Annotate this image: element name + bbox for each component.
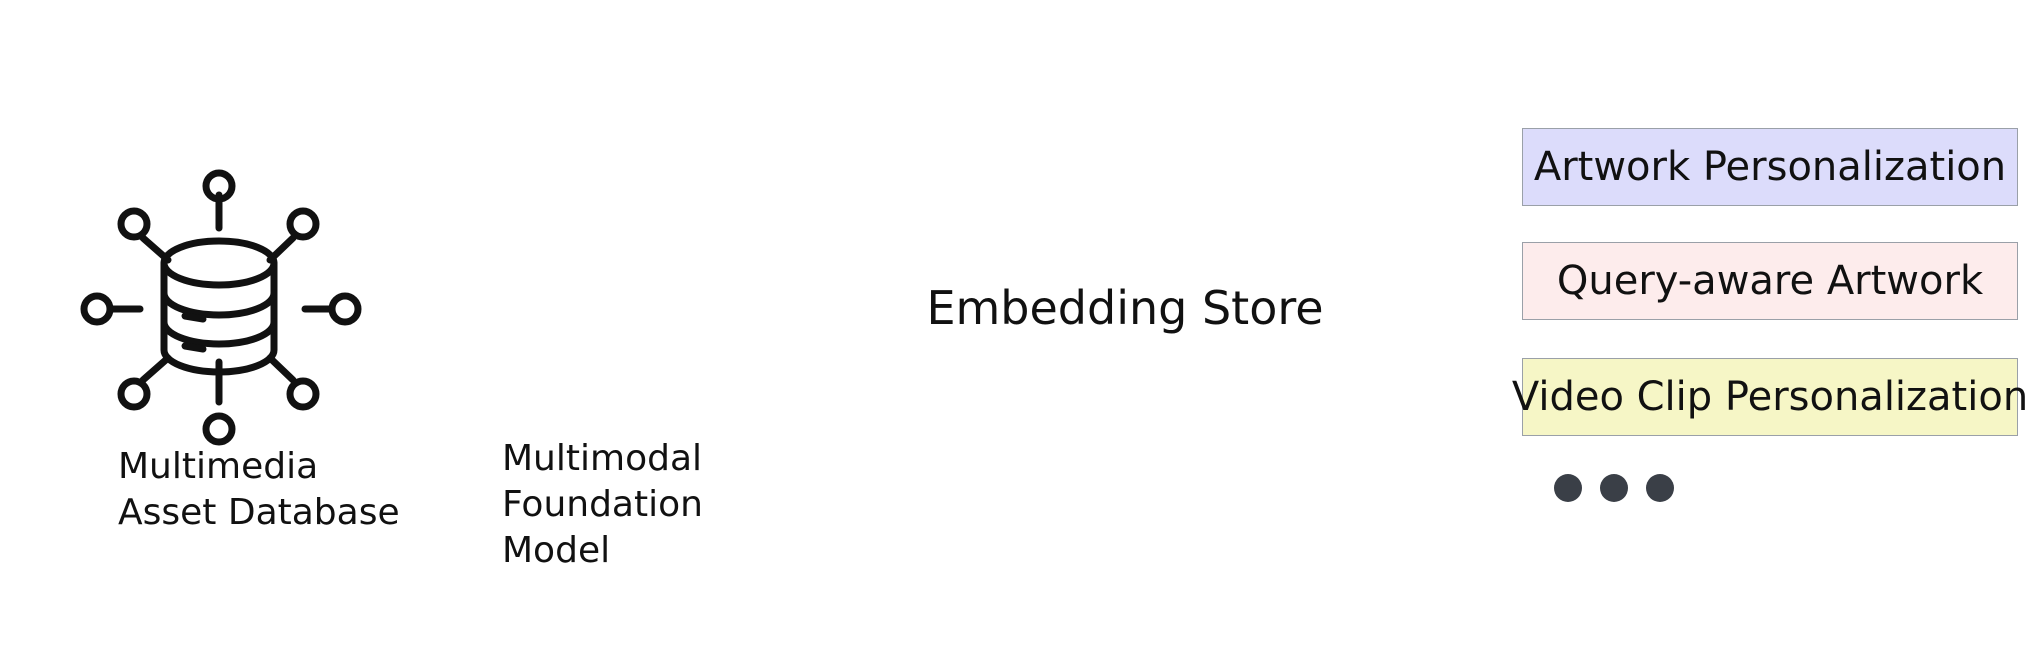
app-query-aware-artwork-label: Query-aware Artwork [1556,258,1984,304]
app-video-clip-personalization: Video Clip Personalization [1512,358,2028,436]
app-artwork-personalization-label: Artwork Personalization [1533,144,2007,190]
foundation-model-label: Multimodal Foundation Model [502,438,703,571]
app-artwork-personalization: Artwork Personalization [1522,128,2018,206]
app-query-aware-artwork: Query-aware Artwork [1522,242,2018,320]
embedding-store-label: Embedding Store [926,281,1324,335]
ellipsis-dots-icon [1554,472,1684,504]
asset-database-label: Multimedia Asset Database [118,446,400,533]
database-network-icon [80,169,362,446]
app-video-clip-personalization-label: Video Clip Personalization [1511,374,2029,420]
